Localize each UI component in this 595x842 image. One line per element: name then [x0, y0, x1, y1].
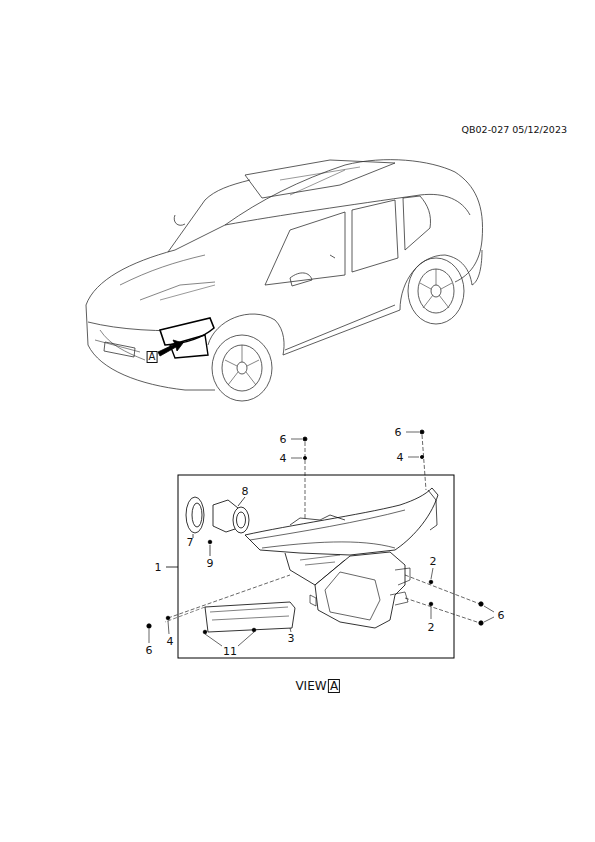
- callout-number: 11: [222, 645, 238, 658]
- view-caption: VIEW: [294, 679, 327, 693]
- callout-number: 4: [279, 452, 288, 465]
- callout-number: 6: [394, 426, 403, 439]
- callout-number: 4: [166, 635, 175, 648]
- callout-number: 3: [287, 632, 296, 645]
- vehicle-outline: [86, 160, 483, 401]
- drawing-code: QB02-027 05/12/2023: [461, 124, 568, 136]
- callout-number: 8: [241, 485, 250, 498]
- callout-number: 4: [396, 451, 405, 464]
- view-marker: A: [147, 351, 158, 363]
- cover-parts: [186, 497, 249, 556]
- callout-number: 6: [497, 609, 506, 622]
- leader-line: [166, 567, 178, 568]
- callout-number: 7: [186, 536, 195, 549]
- callout-number: 6: [279, 433, 288, 446]
- callout-number: 2: [429, 555, 438, 568]
- callout-number: 6: [145, 644, 154, 657]
- callout-number: 2: [427, 621, 436, 634]
- view-marker: A: [328, 679, 340, 693]
- callout-number: 9: [206, 557, 215, 570]
- bracket: [203, 602, 295, 646]
- view-frame: [178, 475, 454, 658]
- callout-number: 1: [154, 561, 163, 574]
- view-arrow: [158, 340, 183, 356]
- fasteners: [147, 430, 494, 643]
